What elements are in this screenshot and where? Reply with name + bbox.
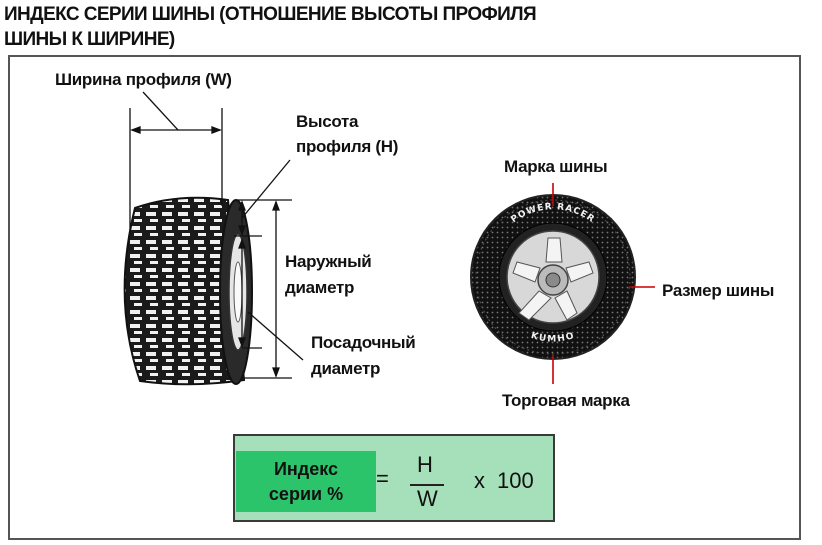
width-dimension (129, 91, 223, 230)
label-rim-diameter-line-1: Посадочный (311, 333, 416, 352)
tire-front-view (123, 196, 253, 386)
label-brand: Марка шины (504, 157, 608, 176)
title-line-2: ШИНЫ К ШИРИНЕ) (4, 29, 175, 50)
formula-fraction-bar (410, 484, 444, 486)
label-trademark: Торговая марка (502, 391, 630, 410)
label-outer-diameter-line-1: Наружный (285, 252, 372, 271)
title-line-1: ИНДЕКС СЕРИИ ШИНЫ (ОТНОШЕНИЕ ВЫСОТЫ ПРОФ… (4, 4, 537, 25)
formula-denominator: W (417, 486, 438, 511)
label-rim-diameter-line-2: диаметр (311, 359, 381, 378)
svg-text:KUMHO: KUMHO (530, 331, 577, 345)
height-dimension (234, 159, 292, 237)
hub (233, 261, 243, 323)
wheel-spokes (512, 237, 594, 321)
diagram-frame (8, 55, 801, 540)
label-size: Размер шины (662, 281, 775, 300)
outer-diameter-dimension (244, 200, 292, 379)
label-width: Ширина профиля (W) (55, 70, 232, 89)
label-outer-diameter-line-2: диаметр (285, 278, 355, 297)
tire-tread (123, 196, 246, 386)
callout-lines (552, 183, 655, 384)
series-index-box: Индекс серии % (236, 451, 376, 512)
series-index-line-1: Индекс (273, 458, 339, 479)
tire-side-view: POWER RACER KUMHO (470, 194, 636, 360)
formula-numerator: H (417, 452, 433, 477)
label-height-line-1: Высота (296, 112, 359, 131)
page-title: ИНДЕКС СЕРИИ ШИНЫ (ОТНОШЕНИЕ ВЫСОТЫ ПРОФ… (4, 2, 704, 52)
formula-equals: = (376, 466, 389, 491)
formula-multiplier: 100 (497, 468, 534, 493)
formula-times: x (474, 468, 485, 493)
label-height-line-2: профиля (H) (296, 137, 399, 156)
series-index-line-2: серии % (268, 483, 344, 504)
tire-text-bottom: KUMHO (530, 331, 575, 345)
